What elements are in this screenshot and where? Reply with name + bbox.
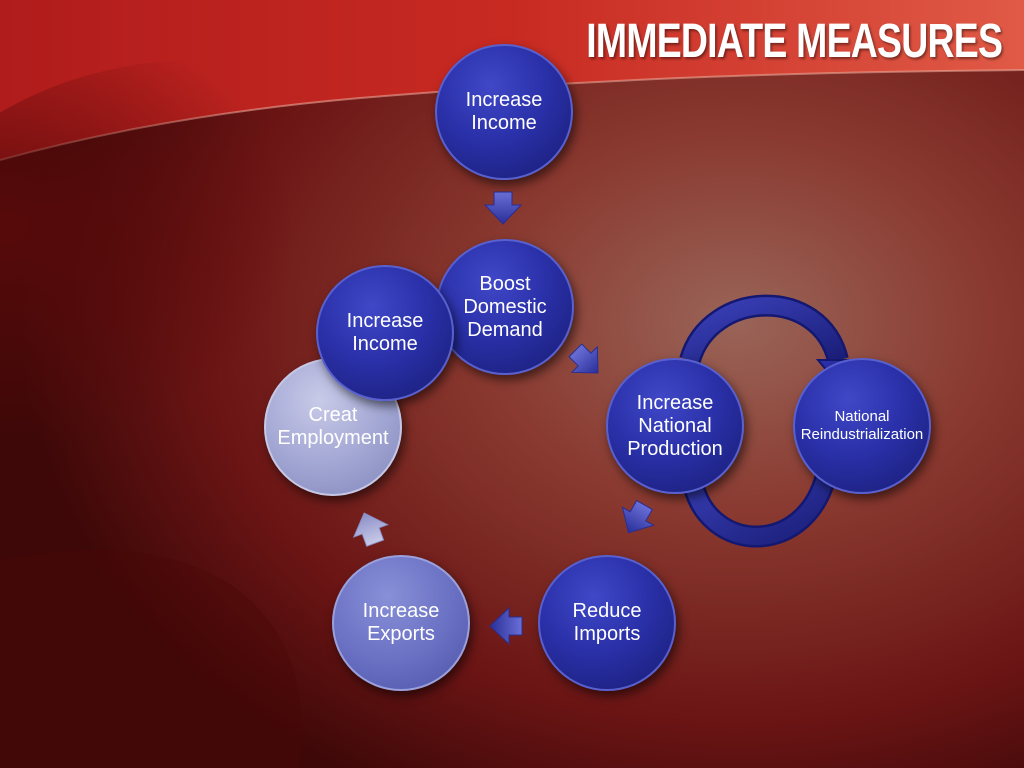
- node-label: Reduce Imports: [572, 600, 642, 645]
- node-label: Increase Income: [346, 310, 424, 355]
- node-increase-income-top: Increase Income: [435, 44, 573, 180]
- node-increase-national-production: Increase National Production: [606, 358, 744, 494]
- node-label: Increase Exports: [362, 600, 440, 645]
- node-label: Creat Employment: [277, 404, 389, 449]
- node-national-reindustrialization: National Reindustrialization: [793, 358, 931, 494]
- node-reduce-imports: Reduce Imports: [538, 555, 676, 691]
- node-label: Increase Income: [465, 89, 543, 134]
- node-increase-exports: Increase Exports: [332, 555, 470, 691]
- node-boost-domestic-demand: Boost Domestic Demand: [436, 239, 574, 375]
- node-label: Boost Domestic Demand: [463, 272, 547, 341]
- node-label: Increase National Production: [627, 391, 723, 460]
- node-label: National Reindustrialization: [800, 408, 924, 443]
- slide-title: IMMEDIATE MEASURES: [586, 15, 1003, 68]
- node-increase-income-left: Increase Income: [316, 265, 454, 401]
